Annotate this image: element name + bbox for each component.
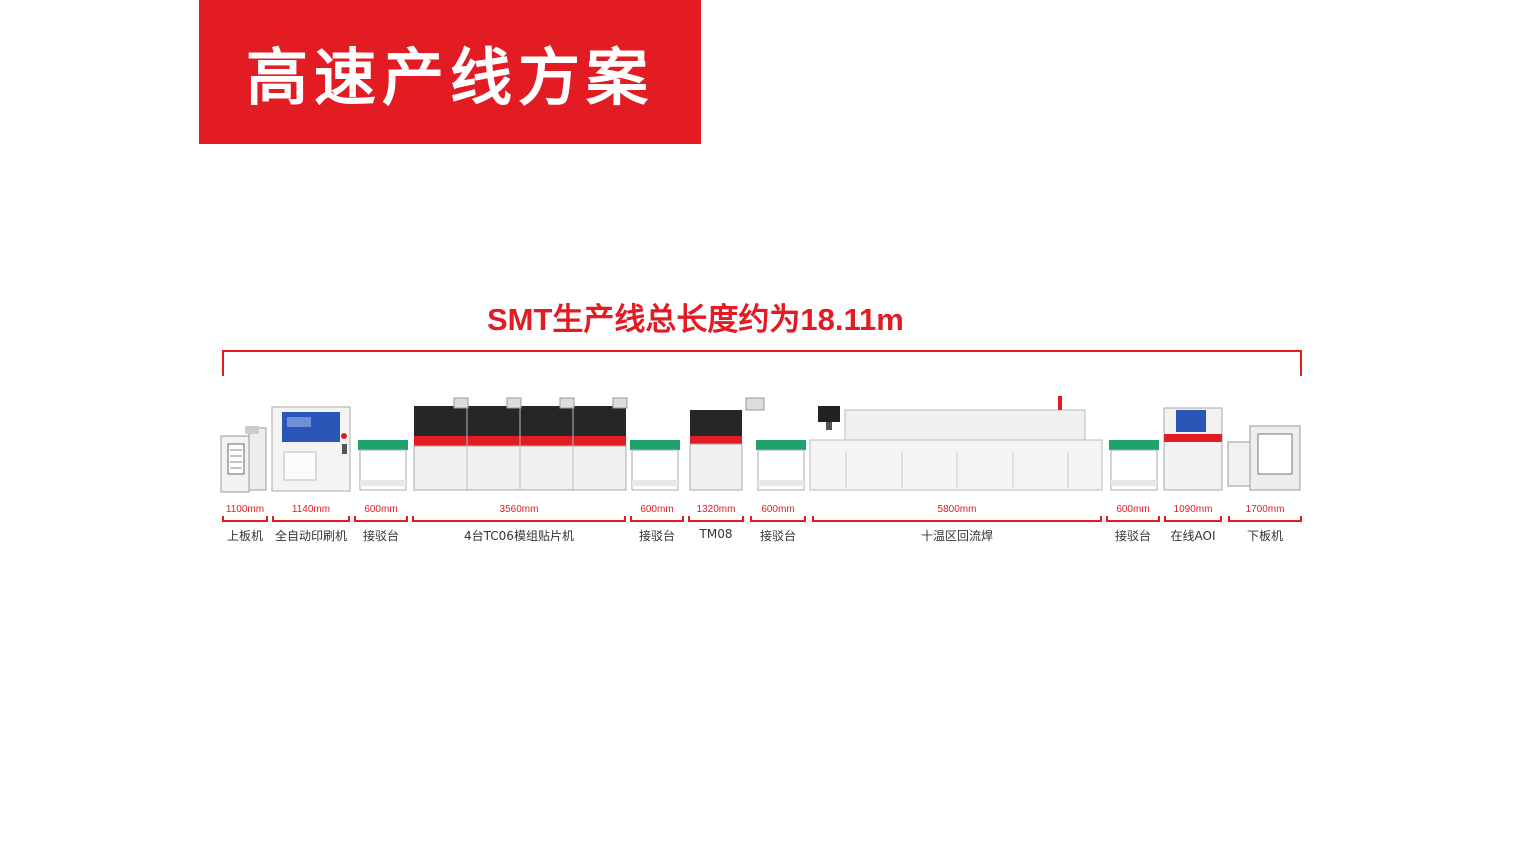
reflow-oven-icon [809, 396, 1103, 491]
dimension-label: 1700mm [1245, 504, 1285, 515]
station-label: 接驳台 [638, 529, 675, 543]
conveyor-icon [1109, 440, 1159, 491]
dimension-label: 1320mm [696, 504, 736, 515]
conveyor-icon [756, 440, 806, 491]
dimension-bracket [688, 516, 744, 522]
title-banner: 高速产线方案 [199, 0, 701, 144]
dimension-label: 600mm [761, 504, 795, 515]
station-label: 4台TC06模组贴片机 [464, 529, 574, 543]
dimension-label: 600mm [1116, 504, 1150, 515]
station-label: 在线AOI [1170, 529, 1216, 543]
aoi-machine-icon [1163, 407, 1223, 491]
dimension-bracket [812, 516, 1102, 522]
dimension-bracket [1228, 516, 1302, 522]
station-label: 接驳台 [362, 529, 399, 543]
loader-machine-icon [220, 426, 267, 493]
dimension-bracket [1106, 516, 1160, 522]
dimension-bracket [412, 516, 626, 522]
station-label: 全自动印刷机 [274, 529, 347, 543]
dimension-bracket [750, 516, 806, 522]
dimension-label: 600mm [640, 504, 674, 515]
total-length-bracket [222, 350, 1302, 376]
unloader-machine-icon [1227, 425, 1301, 491]
stencil-printer-icon [271, 406, 351, 492]
dimension-bracket [630, 516, 684, 522]
dimension-label: 1100mm [225, 504, 265, 515]
dimension-bracket [222, 516, 268, 522]
station-label: 接驳台 [759, 529, 796, 543]
dimension-bracket [354, 516, 408, 522]
dimension-label: 3560mm [499, 504, 539, 515]
dimension-label: 1140mm [291, 504, 331, 515]
station-label: 十温区回流焊 [920, 529, 993, 543]
station-label: TM08 [699, 527, 733, 541]
page-title: 高速产线方案 [245, 41, 654, 114]
conveyor-icon [358, 440, 408, 491]
pick-and-place-machine-icon [689, 397, 765, 491]
pick-and-place-modules-icon [413, 397, 628, 491]
station-label: 下板机 [1246, 529, 1283, 543]
dimension-label: 1090mm [1173, 504, 1213, 515]
station-label: 上板机 [226, 529, 263, 543]
dimension-label: 600mm [364, 504, 398, 515]
conveyor-icon [630, 440, 680, 491]
dimension-label: 5800mm [937, 504, 977, 515]
dimension-bracket [1164, 516, 1222, 522]
station-label: 接驳台 [1114, 529, 1151, 543]
dimension-bracket [272, 516, 350, 522]
total-length-headline: SMT生产线总长度约为18.11m [487, 302, 904, 337]
